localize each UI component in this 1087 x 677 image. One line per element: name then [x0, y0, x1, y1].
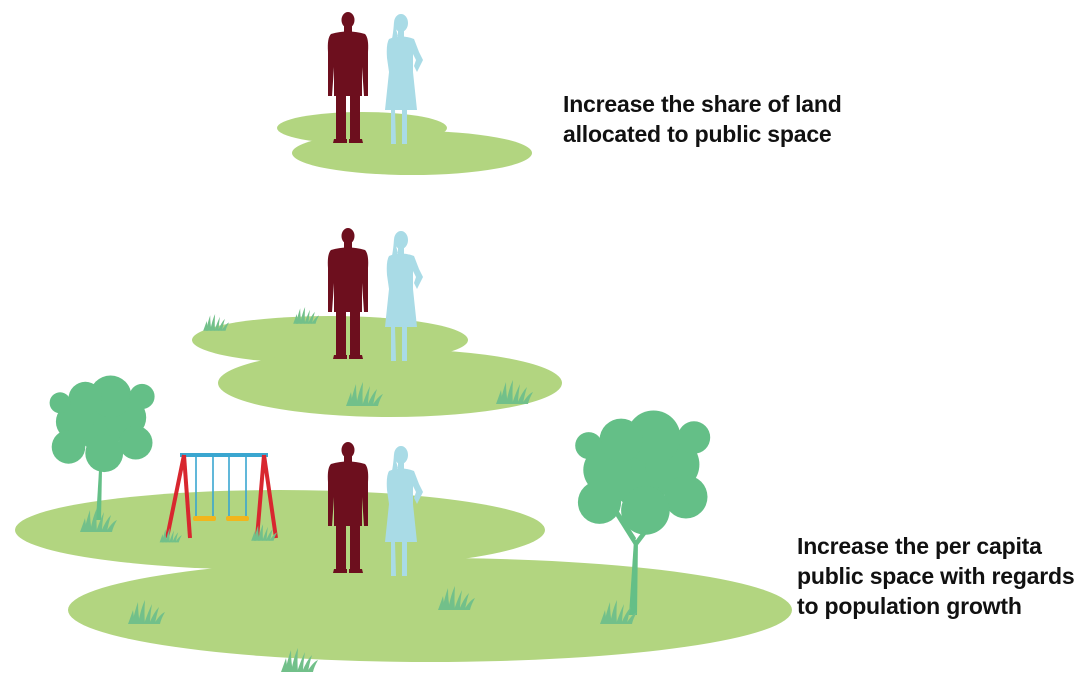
caption-line: public space with regards [797, 563, 1075, 589]
tree-icon [49, 375, 155, 520]
swing-set-icon [165, 453, 278, 539]
bottom-ground [15, 490, 792, 662]
caption-line: allocated to public space [563, 121, 832, 147]
caption-line: Increase the share of land [563, 91, 842, 117]
middle-ground [192, 316, 562, 417]
caption-per-capita: Increase the per capita public space wit… [797, 531, 1075, 621]
tree-icon [575, 410, 711, 615]
caption-land-share: Increase the share of land allocated to … [563, 89, 842, 149]
caption-line: to population growth [797, 593, 1022, 619]
caption-line: Increase the per capita [797, 533, 1042, 559]
